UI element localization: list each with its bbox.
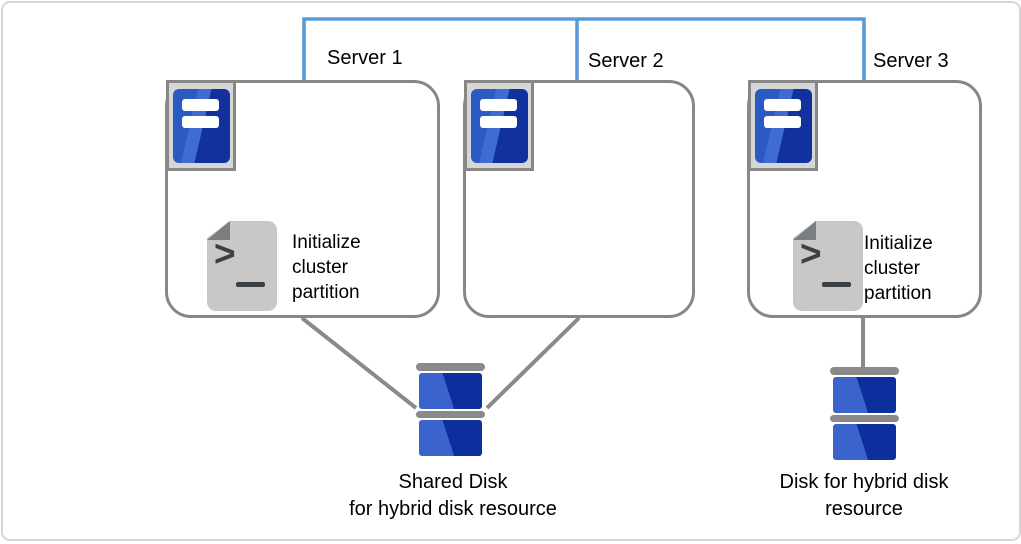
prompt-glyph: > (800, 233, 822, 274)
tower-body (173, 89, 230, 163)
script-file-icon: > (207, 221, 277, 311)
cursor-underscore (236, 282, 265, 287)
prompt-glyph: > (214, 233, 236, 274)
shared-disk-label: Shared Disk for hybrid disk resource (293, 469, 613, 523)
server-tower-icon (166, 80, 236, 171)
server1-label: Server 1 (327, 47, 403, 69)
tower-body (471, 89, 528, 163)
tower-drive-bay (764, 116, 801, 128)
server2-box (463, 80, 695, 318)
disk-stack-icon (416, 363, 485, 456)
disk-platter (419, 373, 482, 409)
connector-server2-shared-disk (485, 316, 581, 410)
disk-cap (416, 411, 485, 418)
disk-platter (833, 377, 896, 413)
shared-disk-label-line2: for hybrid disk resource (349, 498, 557, 520)
script-file-icon: > (793, 221, 863, 311)
tower-drive-bay (480, 99, 517, 111)
server-tower-icon (748, 80, 818, 171)
connector-server1-shared-disk (300, 316, 418, 410)
disk-platter (833, 424, 896, 460)
hybrid-disk-label: Disk for hybrid disk resource (734, 469, 994, 523)
server3-script-label: Initialize cluster partition (864, 233, 933, 304)
server2-label: Server 2 (588, 50, 664, 72)
disk-cap (830, 415, 899, 422)
hybrid-disk-label-line1: Disk for hybrid disk (779, 471, 949, 493)
disk-cap (416, 363, 485, 371)
server1-script-label: Initialize cluster partition (292, 232, 361, 303)
server3-label: Server 3 (873, 50, 949, 72)
disk-platter (419, 420, 482, 456)
tower-drive-bay (182, 99, 219, 111)
tower-drive-bay (182, 116, 219, 128)
cursor-underscore (822, 282, 851, 287)
tower-drive-bay (764, 99, 801, 111)
shared-disk-label-line1: Shared Disk (398, 471, 508, 493)
tower-drive-bay (480, 116, 517, 128)
hybrid-disk-label-line2: resource (825, 498, 903, 520)
tower-body (755, 89, 812, 163)
disk-cap (830, 367, 899, 375)
disk-stack-icon (830, 367, 899, 460)
server-tower-icon (464, 80, 534, 171)
